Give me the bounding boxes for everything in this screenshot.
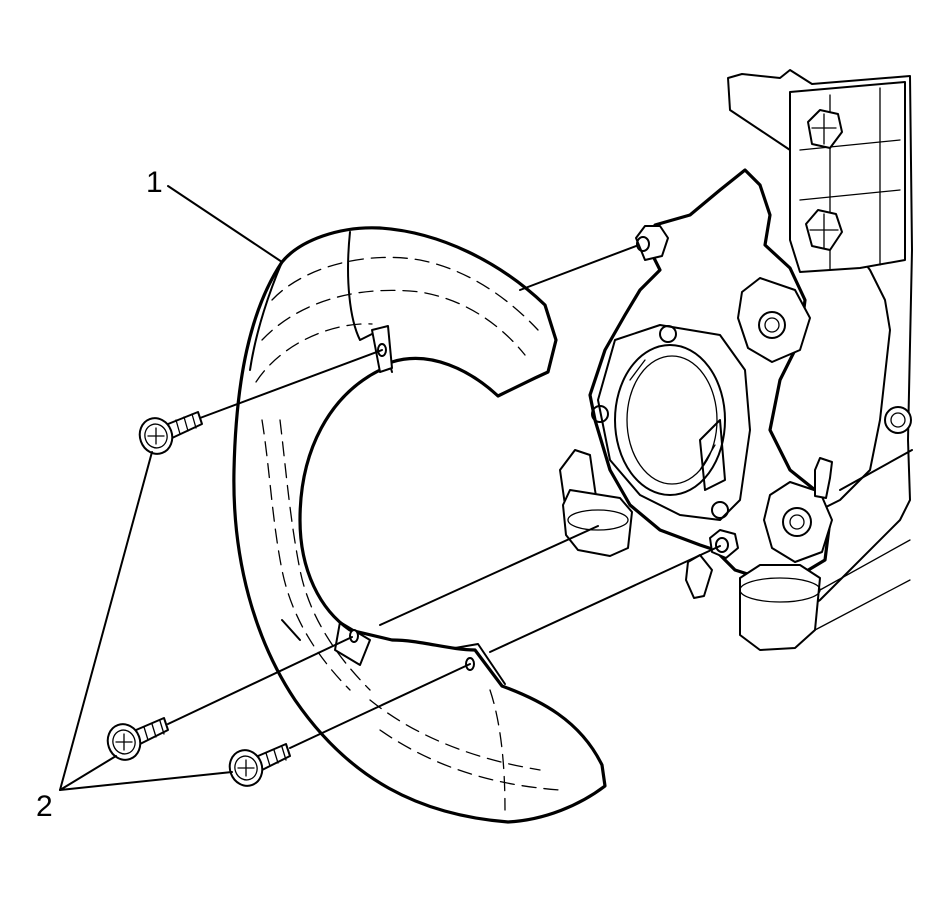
leader-line-item-2c: [59, 771, 233, 791]
leader-line-item-1: [167, 185, 283, 263]
callout-item-1: 1: [146, 166, 163, 199]
leader-line-item-2b: [59, 755, 117, 791]
splash-shield: [232, 226, 607, 824]
leader-line-item-2a: [59, 451, 153, 791]
bolt-lower-left: [106, 717, 169, 761]
callout-item-2: 2: [36, 790, 53, 823]
steering-knuckle: [559, 69, 913, 651]
knuckle-lower-mount-hole-b: [709, 529, 739, 559]
leader-lines: [59, 185, 283, 791]
knuckle-upper-mount-hole: [635, 225, 669, 261]
bolt-lower-right: [228, 743, 291, 787]
strut-bolt-lower: [805, 209, 843, 251]
alignment-lines: [167, 245, 721, 749]
shield-hole-lower-a: [349, 629, 359, 643]
bolt-upper: [138, 411, 203, 455]
strut-bolt-upper: [807, 109, 843, 149]
